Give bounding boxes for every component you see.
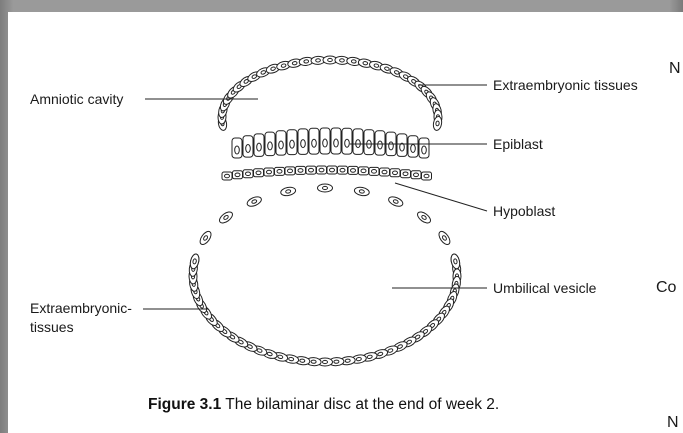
vesicle-cell-nucleus [334, 360, 339, 363]
figure-caption-text: The bilaminar disc at the end of week 2. [225, 396, 499, 413]
amnion-cell-nucleus [304, 60, 309, 64]
label-extraembryonic-tissues-left-line1: Extraembryonic- [30, 300, 132, 317]
epiblast-nucleus [246, 144, 251, 152]
vesicle-cell-nucleus [356, 357, 361, 361]
epiblast-nucleus [290, 140, 295, 148]
vesicle-cell-nucleus [311, 360, 316, 363]
epiblast-nucleus [334, 139, 339, 147]
figure-caption: Figure 3.1 The bilaminar disc at the end… [148, 396, 499, 414]
vesicle-cell-nucleus [345, 359, 350, 363]
vesicle-cell-nucleus [300, 359, 305, 363]
epiblast-nucleus [345, 139, 350, 147]
amnion-cell-nucleus [340, 59, 345, 62]
epiblast-nucleus [301, 140, 306, 148]
hypoblast-nucleus [382, 170, 387, 174]
margin-fragment-bottom: N [667, 414, 679, 432]
amnion-cell-nucleus [316, 59, 321, 62]
amnion-cell-nucleus [351, 60, 356, 64]
epiblast-nucleus [323, 139, 328, 147]
figure-number: Figure 3.1 [148, 396, 221, 413]
label-extraembryonic-tissues-left-line2: tissues [30, 319, 74, 336]
amnion-cell-nucleus [363, 61, 368, 65]
epiblast-nucleus [422, 146, 427, 154]
hypoblast-nucleus [372, 170, 377, 174]
epiblast-nucleus [389, 142, 394, 150]
epiblast-nucleus [312, 139, 317, 147]
epiblast-nucleus [268, 142, 273, 150]
epiblast-nucleus [411, 144, 416, 152]
hypoblast-nucleus [351, 169, 356, 173]
epiblast-nucleus [378, 141, 383, 149]
label-epiblast: Epiblast [493, 136, 543, 153]
amnion-cell-nucleus [436, 121, 440, 126]
hypoblast-nucleus [267, 170, 272, 174]
hypoblast-nucleus [319, 168, 324, 172]
label-extraembryonic-tissues-top: Extraembryonic tissues [493, 77, 638, 94]
hypoblast-nucleus [246, 172, 251, 176]
hypoblast-nucleus [225, 174, 230, 178]
hypoblast-nucleus [414, 173, 419, 177]
vesicle-cell-nucleus [359, 189, 365, 193]
label-hypoblast: Hypoblast [493, 203, 555, 220]
hypoblast-nucleus [235, 173, 240, 177]
epiblast-nucleus [257, 143, 262, 151]
vesicle-cell-nucleus [285, 189, 291, 193]
hypoblast-nucleus [309, 168, 314, 172]
epiblast-nucleus [279, 141, 284, 149]
hypoblast-nucleus [277, 170, 282, 174]
hypoblast-nucleus [256, 171, 261, 175]
amnion-cell-nucleus [328, 58, 333, 61]
amnion-cell-nucleus [292, 61, 297, 65]
hypoblast-nucleus [340, 168, 345, 172]
hypoblast-nucleus [393, 171, 398, 175]
vesicle-cell-nucleus [323, 360, 328, 363]
vesicle-cell-nucleus [323, 186, 328, 189]
hypoblast-nucleus [361, 169, 366, 173]
hypoblast-nucleus [424, 174, 429, 178]
amnion-cell-nucleus [374, 63, 379, 67]
hypoblast-nucleus [288, 169, 293, 173]
amnion-cell-nucleus [281, 63, 286, 67]
leader-hypoblast [395, 183, 487, 211]
hypoblast-nucleus [330, 168, 335, 172]
label-umbilical-vesicle: Umbilical vesicle [493, 280, 596, 297]
epiblast-nucleus [235, 146, 240, 154]
hypoblast-nucleus [298, 169, 303, 173]
margin-fragment-middle: Co [656, 279, 676, 297]
hypoblast-nucleus [403, 172, 408, 176]
label-amniotic-cavity: Amniotic cavity [30, 91, 123, 108]
vesicle-cell-nucleus [288, 357, 293, 361]
margin-fragment-top: N [669, 60, 681, 78]
